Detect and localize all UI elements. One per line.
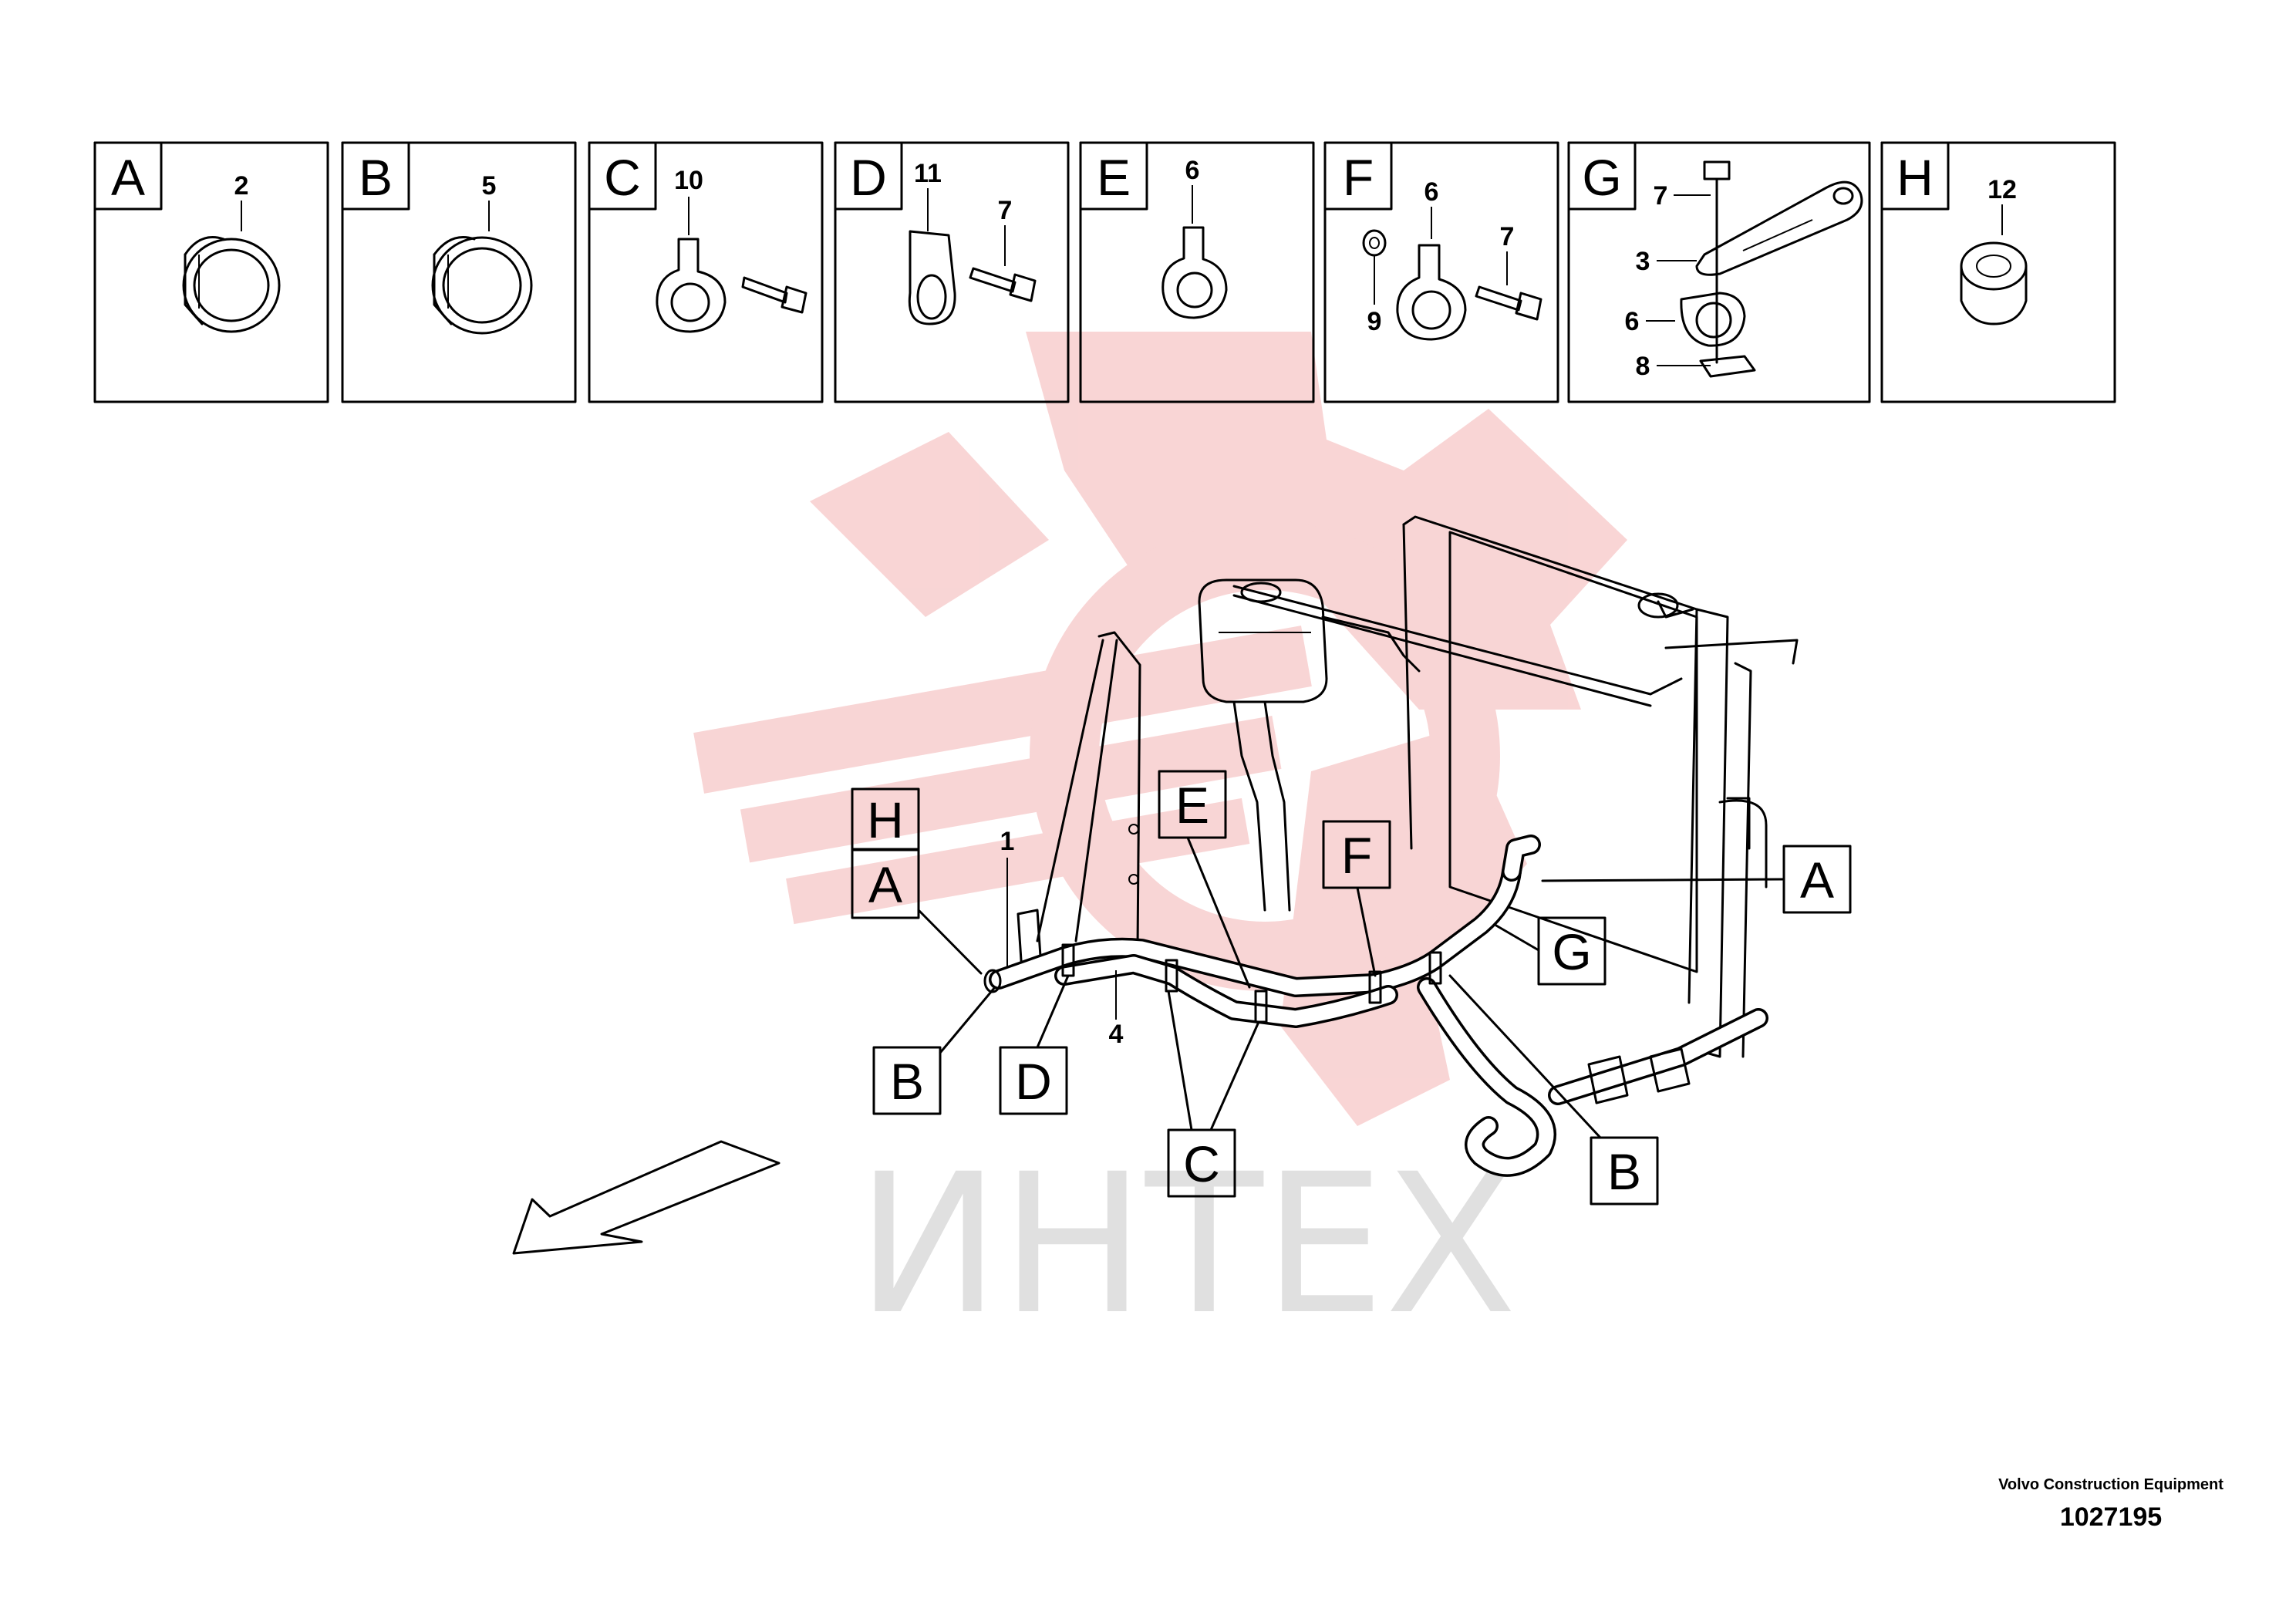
legend-panel-b: B 5 [341, 141, 577, 403]
callout-number: 2 [234, 171, 249, 201]
bolt-icon [1475, 285, 1542, 321]
part-number: 4 [1109, 1020, 1124, 1049]
brand-name: Volvo Construction Equipment [1998, 1476, 2224, 1493]
radiator-frame [1232, 515, 1799, 1058]
callout-number: 7 [1500, 222, 1515, 251]
callout-label: A [868, 856, 902, 913]
expansion-tank [1198, 578, 1421, 912]
hose-clamp-icon [182, 236, 281, 333]
p-clip-icon [1396, 244, 1467, 341]
legend-panel-h: H 12 [1880, 141, 2116, 403]
legend-panel-a: A 2 [93, 141, 329, 403]
callout-number: 6 [1625, 307, 1640, 336]
p-clip-icon [1680, 292, 1746, 347]
panel-letter: D [850, 149, 887, 206]
callout-number: 8 [1636, 352, 1650, 381]
callout-number: 3 [1636, 247, 1650, 276]
callout-number: 10 [674, 166, 703, 195]
double-clip-icon [908, 230, 956, 325]
part-number: 1 [1000, 827, 1015, 856]
bolt-icon [1703, 160, 1731, 364]
callout-label: H [867, 791, 904, 848]
p-clip-icon [656, 238, 727, 333]
drawing-number: 1027195 [2059, 1502, 2163, 1532]
callout-label: E [1175, 777, 1209, 834]
direction-arrow-icon [512, 1140, 781, 1255]
legend-panel-e: E 6 [1079, 141, 1315, 403]
bolt-icon [969, 267, 1037, 302]
p-clip-icon [1161, 226, 1228, 319]
nut-plate-icon [1699, 355, 1756, 378]
panel-letter: G [1582, 149, 1621, 206]
panel-letter: C [604, 149, 641, 206]
callout-number: 6 [1185, 156, 1200, 185]
callout-number: 6 [1424, 177, 1439, 207]
legend-panels: A 2 B 5 [93, 141, 2116, 403]
legend-panel-d: D 11 7 [834, 141, 1070, 403]
legend-panel-c: C 10 [588, 141, 824, 403]
callout-number: 5 [482, 171, 497, 201]
callout-label: G [1552, 923, 1591, 980]
callout-number: 7 [1654, 181, 1668, 211]
panel-letter: A [111, 149, 145, 206]
callout-label: A [1800, 851, 1834, 909]
bracket-icon [1695, 180, 1863, 276]
washer-icon [1362, 229, 1387, 257]
callout-number: 7 [998, 196, 1013, 225]
main-callouts: H A B D E F C G A B [851, 770, 1852, 1206]
callout-label: D [1015, 1053, 1052, 1110]
callout-label: B [1607, 1143, 1641, 1200]
callout-label: C [1183, 1135, 1220, 1192]
bolt-icon [741, 276, 807, 314]
radiator-hose-assembly [512, 515, 1799, 1255]
legend-panel-f: F 6 7 9 [1323, 141, 1559, 403]
hose-clamp-icon [431, 236, 533, 335]
panel-letter: E [1097, 149, 1131, 206]
callout-number: 11 [914, 159, 942, 188]
watermark-gear-logo [693, 332, 1627, 1126]
callout-number: 12 [1988, 175, 2017, 204]
legend-panel-g: G 7 3 6 8 [1567, 141, 1871, 403]
heater-hose [983, 835, 1541, 1028]
callout-label: B [890, 1053, 924, 1110]
callout-number: 9 [1367, 307, 1382, 336]
watermark-text: ИНТЕХ [856, 1132, 1517, 1357]
sleeve-icon [1960, 241, 2028, 325]
panel-letter: H [1896, 149, 1934, 206]
panel-letter: B [359, 149, 393, 206]
footer-credit: Volvo Construction Equipment 1027195 [1988, 1475, 2234, 1533]
panel-letter: F [1343, 149, 1374, 206]
callout-label: F [1341, 827, 1372, 884]
lower-radiator-hose [1417, 977, 1768, 1177]
